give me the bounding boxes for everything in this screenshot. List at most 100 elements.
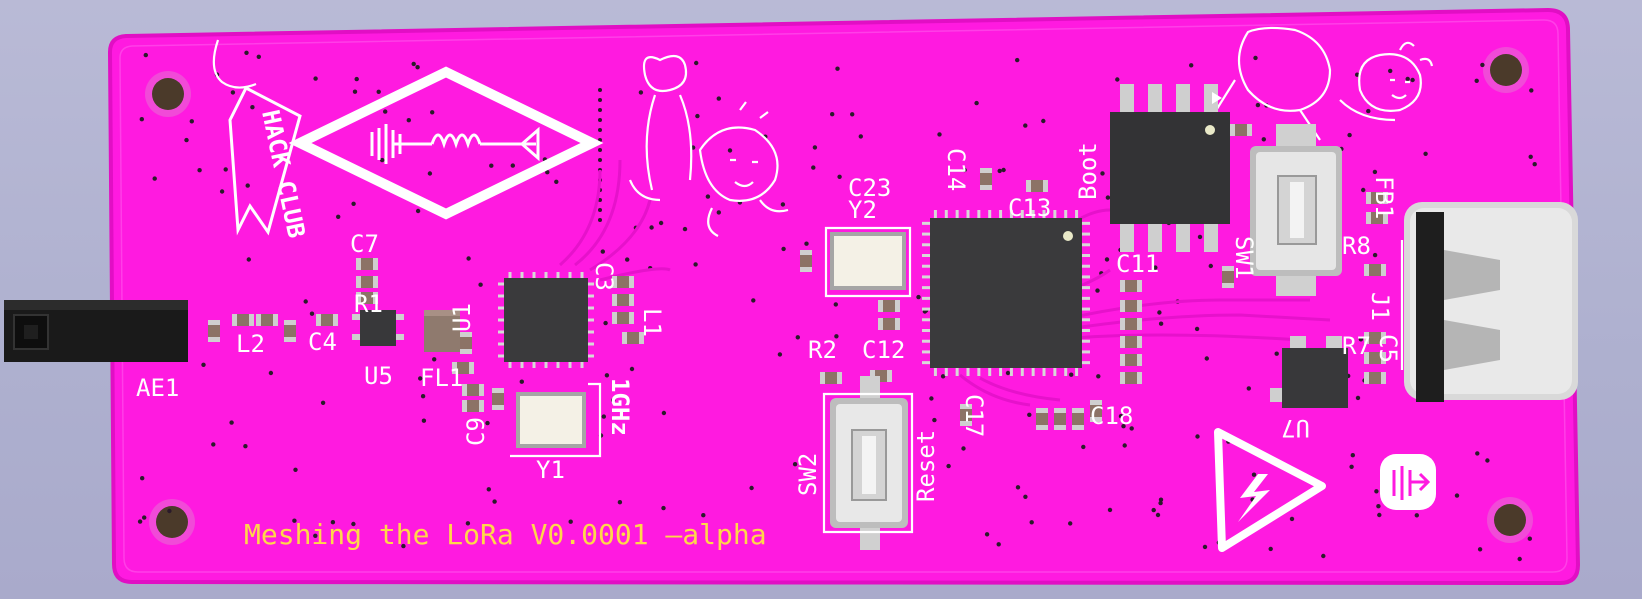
chip-pin	[1082, 339, 1090, 343]
via	[604, 373, 610, 378]
via	[638, 90, 644, 95]
via	[661, 505, 666, 511]
via	[568, 519, 573, 524]
label-c18: C18	[1090, 402, 1133, 430]
via	[598, 108, 602, 112]
chip-pin	[1204, 224, 1218, 252]
via	[351, 521, 356, 527]
via	[492, 499, 497, 504]
via	[376, 89, 381, 95]
via	[601, 414, 606, 419]
label-r7: R7	[1342, 332, 1371, 360]
via	[1153, 265, 1158, 270]
label-ae1: AE1	[136, 374, 179, 402]
via	[243, 444, 248, 449]
via	[937, 132, 942, 137]
via	[1096, 374, 1101, 379]
via	[1454, 493, 1460, 498]
via	[598, 198, 602, 202]
smd-passive	[878, 300, 900, 312]
smd-passives	[208, 124, 1388, 430]
chip-pin	[1120, 84, 1134, 112]
via	[1081, 444, 1086, 450]
via	[303, 299, 308, 304]
crystal-y1	[510, 382, 602, 458]
via	[705, 194, 711, 199]
crystal-y2	[824, 226, 912, 298]
label-c13: C13	[1008, 194, 1051, 222]
chip-pin	[498, 354, 504, 358]
label-r1: R1	[354, 290, 383, 318]
smd-passive	[356, 276, 378, 288]
via	[1158, 321, 1164, 326]
via	[197, 168, 202, 173]
smd-passive	[492, 388, 504, 410]
smd-passive	[1120, 300, 1142, 312]
chip-pin	[1020, 210, 1024, 218]
chip-pin	[498, 330, 504, 334]
via	[850, 112, 855, 117]
via	[1268, 546, 1273, 552]
via	[940, 374, 946, 379]
via	[1350, 453, 1356, 458]
label-j1: J1	[1366, 292, 1394, 321]
label-c9: C9	[462, 417, 490, 446]
via	[1095, 288, 1100, 293]
via	[777, 352, 783, 357]
chip-pin	[1082, 221, 1090, 225]
chip-pin	[922, 254, 930, 257]
via	[833, 302, 838, 307]
via	[617, 500, 623, 505]
smd-passive	[820, 372, 842, 384]
via	[1069, 372, 1074, 377]
via	[1029, 520, 1034, 525]
label-u7: U7	[1281, 414, 1310, 442]
via	[184, 137, 189, 143]
via	[1405, 76, 1410, 82]
chip-pin	[568, 272, 572, 278]
chip-pin	[922, 329, 930, 332]
smd-passive	[1366, 192, 1388, 204]
via	[1414, 513, 1420, 518]
via	[1015, 57, 1020, 63]
chip-pin	[988, 210, 992, 218]
antenna-diamond-logo	[288, 66, 604, 220]
via	[1355, 72, 1360, 77]
via	[1195, 434, 1200, 439]
via	[658, 220, 664, 226]
via	[1129, 426, 1134, 431]
via	[1246, 386, 1252, 391]
chip-pin	[944, 210, 948, 218]
via	[250, 105, 255, 110]
label-c4: C4	[308, 328, 337, 356]
sma-antenna-connector	[4, 300, 188, 362]
smd-passive	[1364, 264, 1386, 276]
chip-pin	[1082, 275, 1090, 279]
via	[1202, 544, 1208, 550]
via	[1477, 547, 1483, 552]
via	[519, 379, 524, 384]
via	[143, 52, 148, 58]
via	[489, 163, 494, 168]
smd-passive	[622, 332, 644, 344]
chip-pin	[544, 272, 548, 278]
smd-passive	[1120, 372, 1142, 384]
chip-pin	[544, 362, 548, 368]
chip-u7-regulator	[1270, 336, 1348, 408]
via	[625, 257, 630, 262]
via	[598, 98, 602, 102]
via	[1023, 123, 1028, 128]
chip-pin	[588, 282, 594, 286]
via	[1361, 187, 1366, 193]
chip-pin	[922, 339, 930, 343]
via	[383, 109, 388, 114]
via	[749, 485, 754, 491]
chip-flash	[1110, 84, 1230, 252]
via	[1372, 252, 1378, 258]
via	[835, 66, 840, 71]
chip-pin	[966, 210, 970, 218]
via	[1388, 68, 1393, 74]
smd-passive	[1090, 400, 1102, 422]
via	[792, 462, 798, 467]
via	[139, 117, 144, 122]
